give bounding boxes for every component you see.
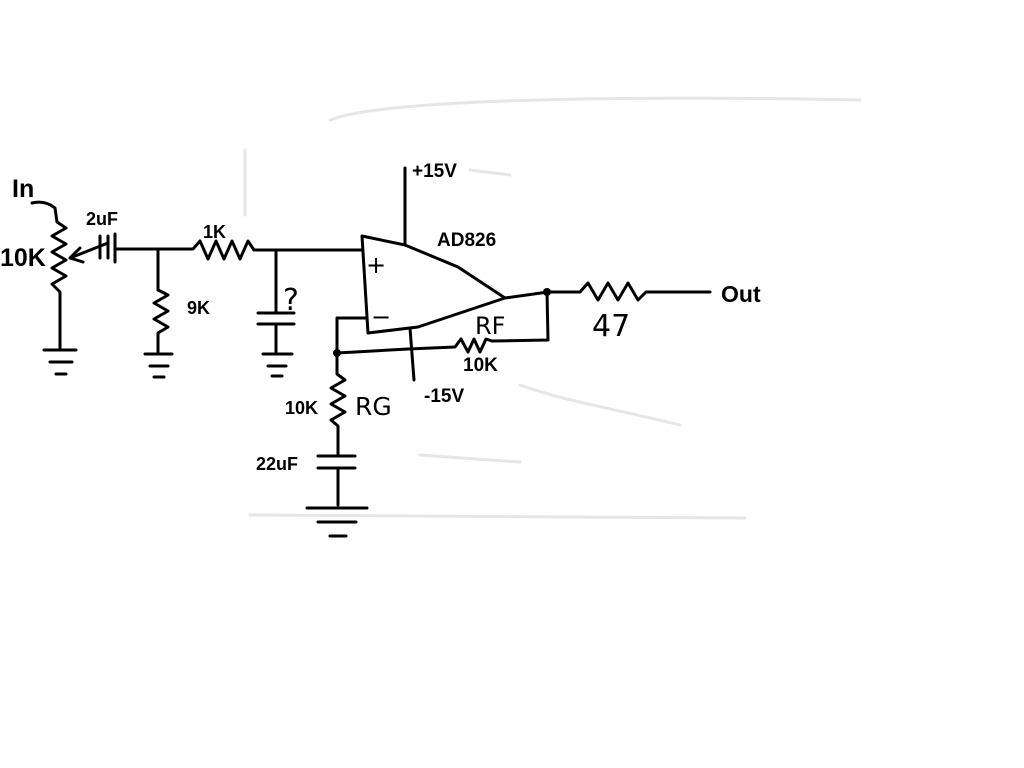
feedback-resistor-name: RF	[475, 312, 505, 340]
gain-capacitor-label: 22uF	[256, 454, 298, 474]
series-resistor	[183, 239, 364, 261]
feedback-loop-wire	[490, 290, 550, 343]
shunt-resistor-label: 9K	[187, 298, 210, 318]
negative-supply-label: -15V	[424, 386, 464, 407]
pot-value-label: 10K	[0, 244, 46, 272]
input-label: In	[12, 175, 34, 203]
feedback-resistor	[406, 337, 494, 354]
gain-capacitor	[316, 454, 357, 507]
filter-capacitor	[256, 248, 296, 354]
feedback-resistor-value: 10K	[463, 355, 498, 376]
ground-symbol-gain	[305, 506, 369, 538]
output-resistor-label: 47	[592, 309, 630, 344]
filter-capacitor-label: ?	[283, 283, 299, 318]
ground-symbol-filter	[261, 352, 294, 378]
output-label: Out	[721, 281, 761, 307]
opamp-part-label: AD826	[437, 230, 496, 251]
ground-symbol-pot	[42, 348, 78, 376]
gain-resistor-name: RG	[355, 392, 392, 421]
series-resistor-label: 1K	[203, 222, 226, 242]
output-wire	[503, 290, 550, 300]
gain-resistor	[329, 354, 347, 457]
inverting-input-wire	[335, 316, 369, 358]
gain-resistor-value: 10K	[285, 398, 318, 418]
negative-supply-wire	[408, 326, 416, 382]
noninverting-input-label: +	[366, 251, 386, 279]
inverting-input-label: −	[371, 303, 391, 331]
shunt-resistor	[152, 247, 170, 354]
erased-background-marks	[243, 96, 862, 520]
input-potentiometer	[30, 200, 110, 350]
input-capacitor-label: 2uF	[86, 209, 118, 229]
input-capacitor	[98, 232, 187, 264]
output-resistor	[545, 281, 712, 302]
feedback-node-wire	[335, 347, 410, 355]
ground-symbol-shunt	[143, 352, 174, 379]
positive-supply-label: +15V	[412, 161, 457, 182]
